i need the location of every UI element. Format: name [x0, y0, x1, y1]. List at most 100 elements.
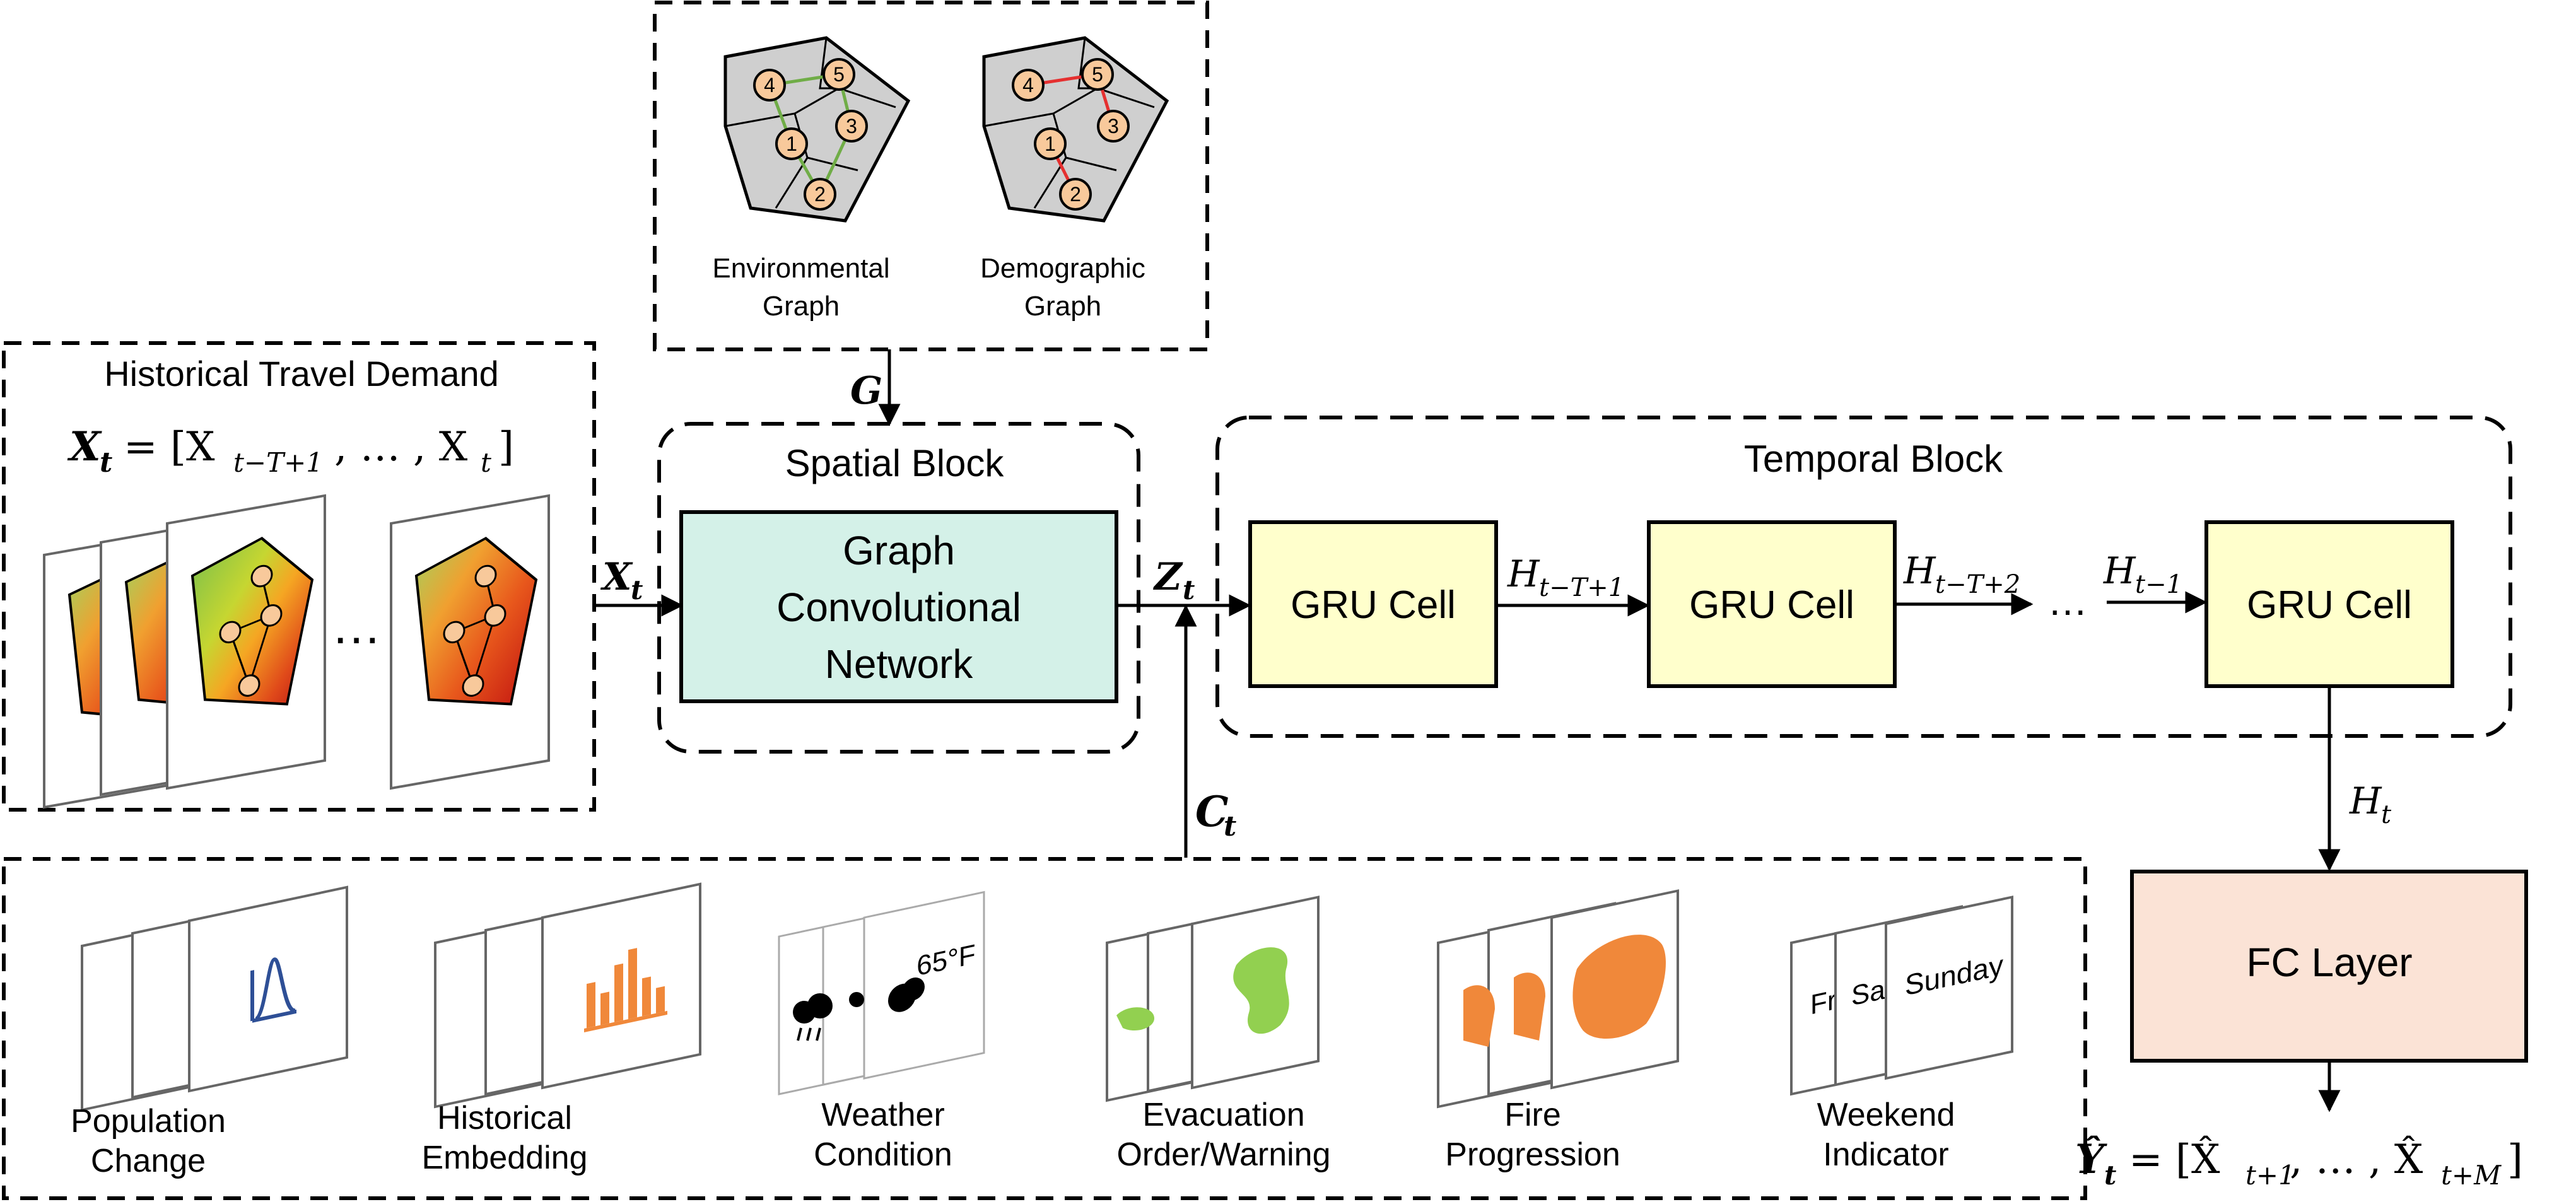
svg-text:, … , X: , … , X — [334, 424, 468, 470]
svg-text:Population: Population — [71, 1103, 226, 1140]
svg-text:= [X: = [X — [124, 424, 215, 470]
svg-text:Ŷ: Ŷ — [2075, 1135, 2107, 1183]
history-ellipsis: … — [331, 598, 382, 654]
svg-text:3: 3 — [1108, 115, 1119, 137]
environmental-graph-label-2: Graph — [763, 291, 840, 322]
ht-label: H t — [2349, 779, 2392, 829]
svg-text:t: t — [100, 446, 112, 479]
demo-node-5: 5 — [1081, 58, 1114, 91]
svg-text:GRU Cell: GRU Cell — [1689, 583, 1854, 627]
svg-text:C: C — [1195, 787, 1229, 836]
gru-cell-3: GRU Cell — [2204, 520, 2454, 688]
svg-text:GRU Cell: GRU Cell — [1291, 583, 1456, 627]
context-box: Population Change Historical Embedding — [2, 857, 2087, 1200]
gcn-line-2: Convolutional — [776, 585, 1021, 630]
svg-text:Embedding: Embedding — [421, 1140, 587, 1176]
fc-layer: FC Layer — [2130, 870, 2528, 1063]
svg-text:1: 1 — [786, 132, 797, 155]
svg-text:t: t — [2104, 1160, 2116, 1191]
gcn-line-3: Network — [825, 641, 974, 687]
svg-text:2: 2 — [814, 183, 826, 206]
svg-text:3: 3 — [846, 115, 857, 137]
graph-box: 4 5 3 1 2 Environmental Graph 4 5 3 1 2 … — [653, 1, 1209, 351]
demographic-graph: 4 5 3 1 2 Demographic Graph — [980, 36, 1169, 322]
svg-text:H: H — [1903, 549, 1936, 592]
gru-cell-1: GRU Cell — [1248, 520, 1498, 688]
temporal-block: Temporal Block GRU Cell GRU Cell GRU Cel… — [1215, 416, 2512, 738]
environmental-graph: 4 5 3 1 2 Environmental Graph — [712, 36, 911, 322]
svg-text:GRU Cell: GRU Cell — [2247, 583, 2412, 627]
svg-text:, … , X̂: , … , X̂ — [2290, 1136, 2423, 1183]
gcn-box: Graph Convolutional Network — [679, 510, 1118, 703]
svg-text:t: t — [631, 575, 643, 605]
weather-sun-icon — [849, 992, 864, 1007]
svg-text:4: 4 — [1022, 74, 1034, 96]
context-evacuation: Evacuation Order/Warning — [1106, 896, 1331, 1173]
h3-label: H t−1 — [2103, 549, 2182, 599]
fire-blob-back-2 — [1514, 972, 1545, 1041]
h2-label: H t−T+2 — [1903, 549, 2020, 599]
svg-text:2: 2 — [1070, 183, 1081, 206]
svg-text:Fr: Fr — [1810, 984, 1837, 1020]
spatial-block-title: Spatial Block — [785, 442, 1005, 484]
svg-text:t−T+1: t−T+1 — [233, 447, 323, 478]
svg-text:Fire: Fire — [1504, 1097, 1561, 1133]
gcn-line-1: Graph — [843, 528, 955, 573]
env-node-2: 2 — [804, 178, 836, 211]
svg-text:X: X — [600, 555, 633, 599]
svg-text:t: t — [2381, 800, 2392, 829]
gru-cell-2: GRU Cell — [1647, 520, 1897, 688]
svg-text:= [X̂: = [X̂ — [2129, 1136, 2220, 1183]
svg-text:Weekend: Weekend — [1817, 1097, 1955, 1133]
h1-label: H t−T+1 — [1507, 552, 1624, 602]
svg-text:Indicator: Indicator — [1823, 1136, 1948, 1173]
history-title: Historical Travel Demand — [104, 354, 499, 394]
svg-text:t−T+2: t−T+2 — [1935, 570, 2020, 599]
env-node-4: 4 — [753, 69, 786, 102]
history-box: Historical Travel Demand X t = [X t−T+1 … — [2, 341, 596, 812]
fire-blob-back-1 — [1463, 985, 1495, 1047]
spatial-block: Spatial Block Graph Convolutional Networ… — [657, 422, 1140, 754]
svg-text:t: t — [481, 447, 491, 478]
svg-text:Evacuation: Evacuation — [1142, 1097, 1304, 1133]
context-historical-embedding: Historical Embedding — [421, 882, 701, 1176]
svg-text:4: 4 — [764, 74, 775, 96]
svg-text:t−T+1: t−T+1 — [1539, 573, 1624, 602]
svg-text:Progression: Progression — [1445, 1136, 1620, 1173]
evacuation-blob-back — [1116, 1007, 1154, 1031]
weather-storm-icon — [793, 993, 833, 1041]
svg-text:t−1: t−1 — [2135, 570, 2182, 599]
svg-text:t: t — [1224, 810, 1236, 843]
temporal-ellipsis: … — [2047, 578, 2088, 624]
svg-text:Historical: Historical — [437, 1100, 572, 1136]
svg-text:t+1: t+1 — [2245, 1160, 2295, 1191]
demo-node-2: 2 — [1059, 178, 1092, 211]
svg-text:X: X — [67, 423, 102, 470]
svg-text:t: t — [1183, 575, 1195, 605]
svg-text:Condition: Condition — [814, 1136, 952, 1173]
output-formula: Ŷ t = [X̂ t+1 , … , X̂ t+M ] — [2075, 1135, 2523, 1191]
demo-node-3: 3 — [1097, 110, 1130, 143]
svg-text:5: 5 — [833, 63, 845, 86]
env-node-3: 3 — [835, 110, 868, 143]
svg-text:]: ] — [498, 424, 514, 470]
env-node-1: 1 — [775, 127, 808, 160]
history-formula: X t = [X t−T+1 , … , X t ] — [67, 423, 514, 479]
svg-text:Change: Change — [91, 1143, 206, 1179]
svg-text:Weather: Weather — [821, 1097, 945, 1133]
temporal-block-title: Temporal Block — [1744, 438, 2003, 480]
demo-node-1: 1 — [1034, 127, 1067, 160]
svg-text:]: ] — [2507, 1136, 2523, 1183]
g-label: G — [850, 369, 882, 413]
context-population-change: Population Change — [71, 885, 348, 1179]
svg-text:H: H — [2103, 549, 2136, 592]
demographic-graph-label-1: Demographic — [980, 253, 1145, 284]
svg-text:Order/Warning: Order/Warning — [1116, 1136, 1330, 1173]
svg-text:H: H — [2349, 779, 2382, 822]
fc-label: FC Layer — [2246, 940, 2412, 985]
xt-label: X t — [600, 555, 643, 605]
demo-node-4: 4 — [1012, 69, 1045, 102]
svg-text:1: 1 — [1045, 132, 1056, 155]
demographic-graph-label-2: Graph — [1024, 291, 1101, 322]
